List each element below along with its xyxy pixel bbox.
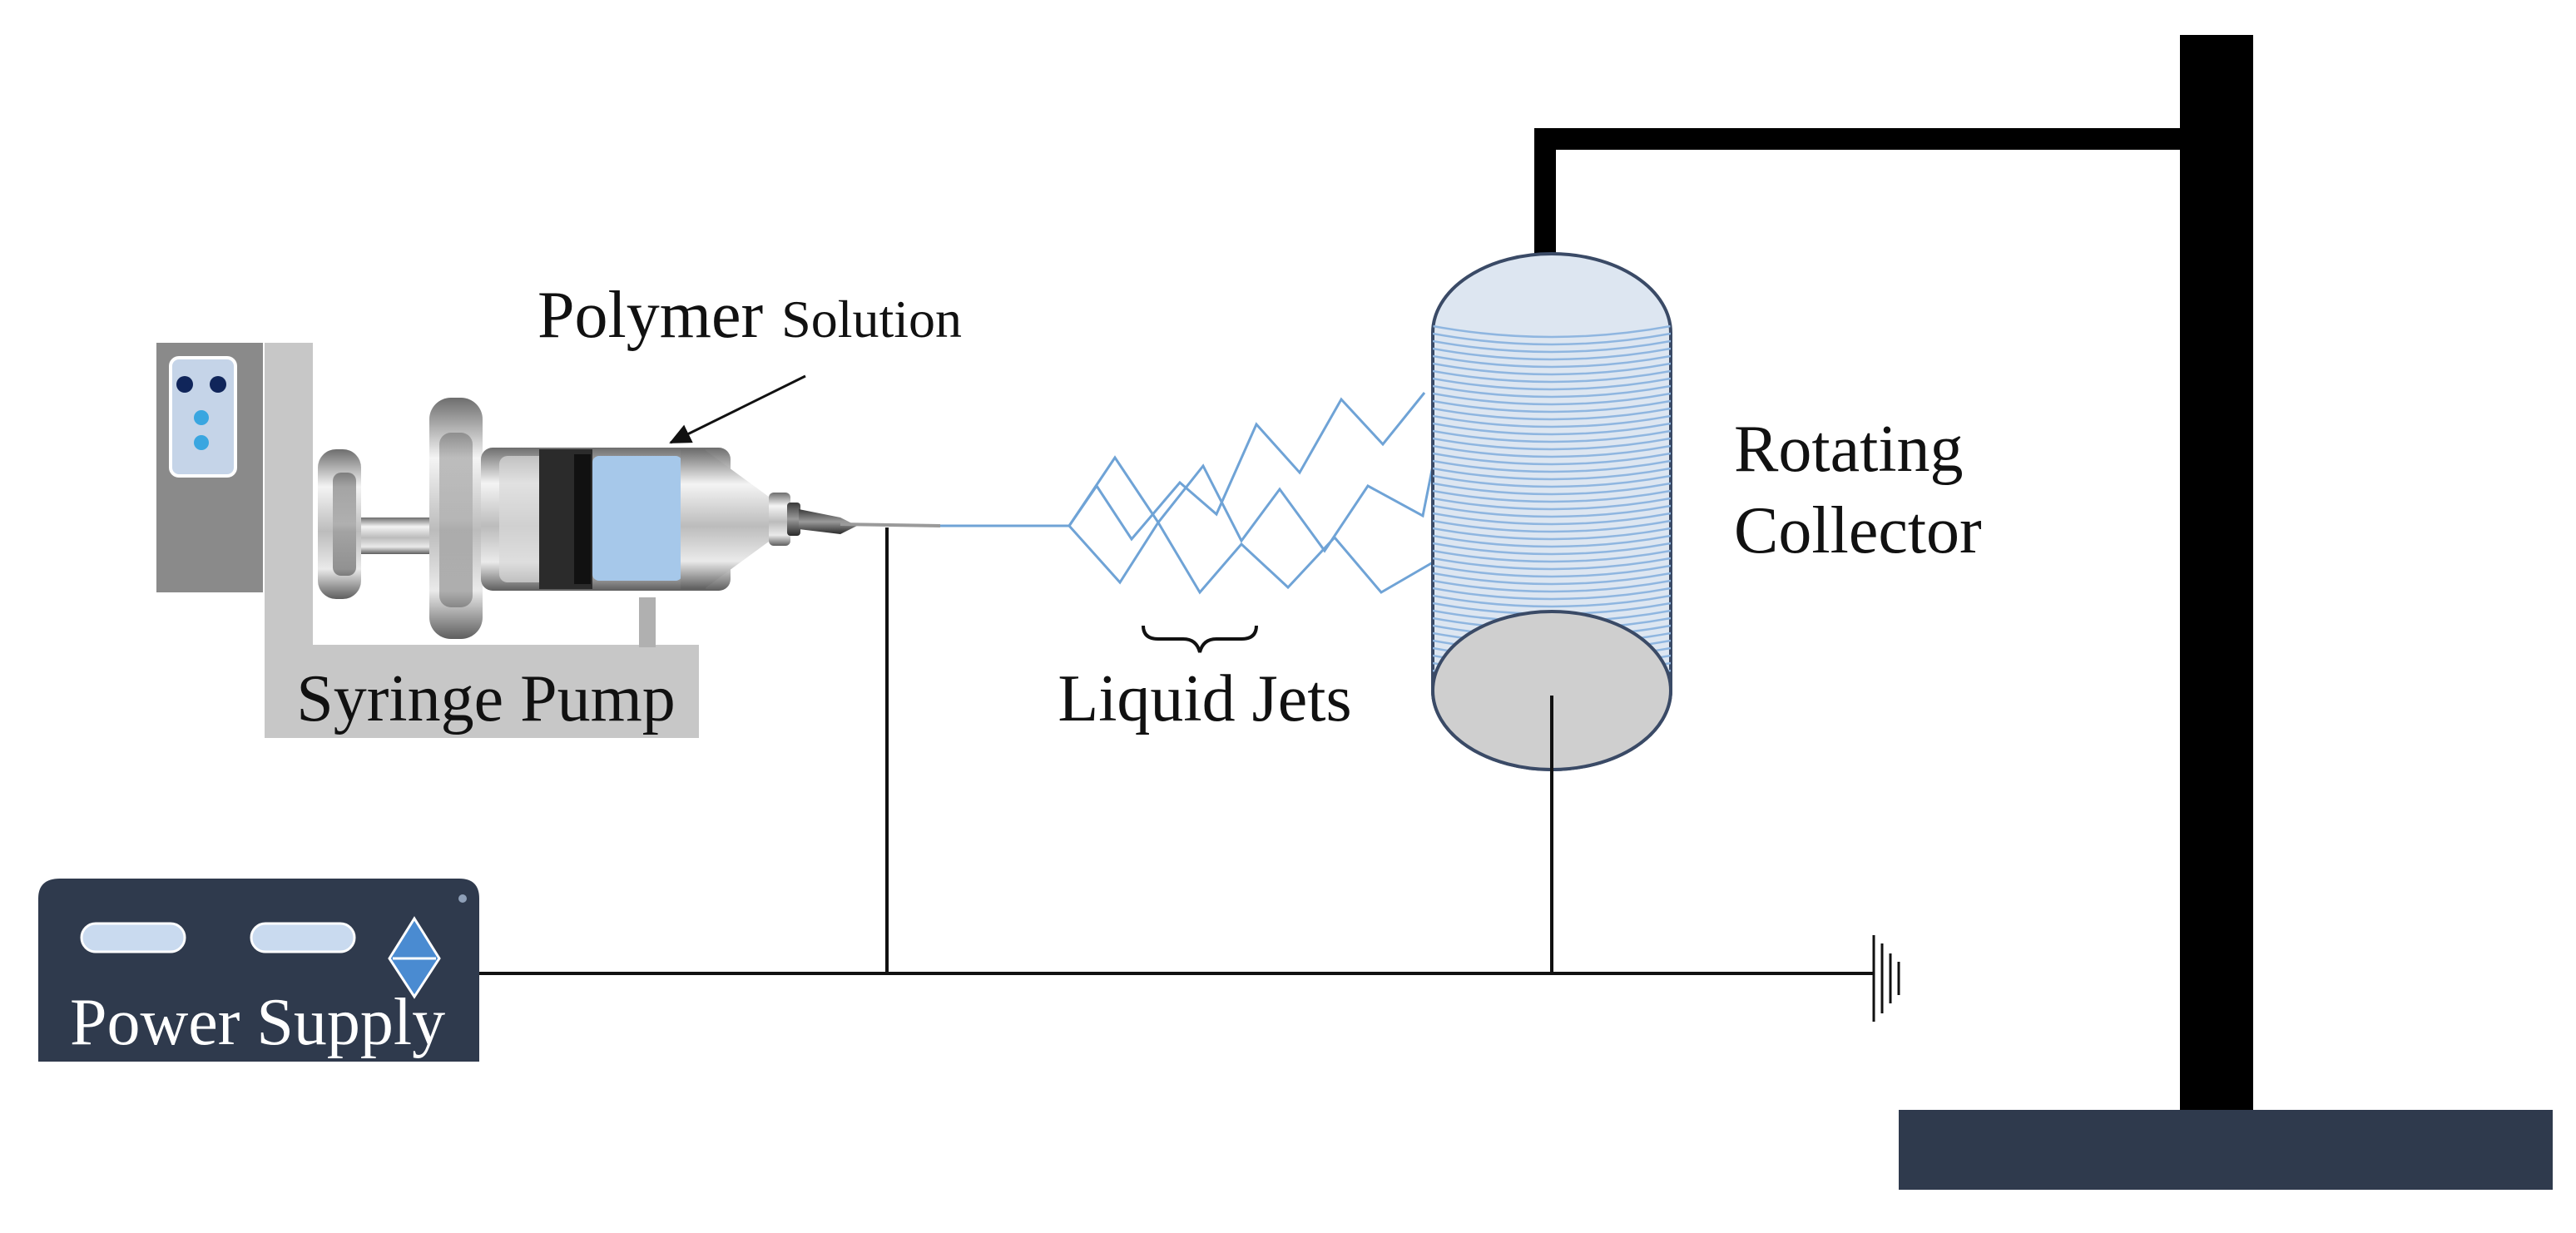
stand-arm bbox=[1534, 128, 2180, 150]
winding-line bbox=[1433, 542, 1671, 556]
winding-line bbox=[1433, 324, 1671, 339]
winding-line bbox=[1433, 512, 1671, 526]
power-supply: Power Supply bbox=[38, 879, 479, 1062]
pump-button-icon bbox=[194, 435, 209, 450]
winding-line bbox=[1433, 572, 1671, 586]
syringe-cone bbox=[704, 449, 772, 589]
winding-line bbox=[1433, 474, 1671, 488]
winding-line bbox=[1433, 549, 1671, 563]
syringe-pump: Syringe Pump bbox=[156, 343, 699, 738]
winding-line bbox=[1433, 332, 1671, 346]
ground-icon bbox=[1872, 935, 1900, 1022]
winding-line bbox=[1433, 414, 1671, 428]
winding-line bbox=[1433, 429, 1671, 443]
winding-line bbox=[1433, 587, 1671, 601]
winding-line bbox=[1433, 564, 1671, 578]
syringe-pump-label: Syringe Pump bbox=[296, 662, 676, 735]
pump-button-icon bbox=[194, 410, 209, 425]
winding-line bbox=[1433, 347, 1671, 361]
jet-path-middle bbox=[1068, 455, 1434, 553]
winding-line bbox=[1433, 557, 1671, 571]
rotating-collector: Rotating Collector bbox=[1431, 252, 1982, 973]
winding-line bbox=[1433, 482, 1671, 496]
winding-line bbox=[1433, 362, 1671, 376]
winding-line bbox=[1433, 579, 1671, 593]
syringe-support bbox=[639, 597, 656, 647]
arrow-icon bbox=[669, 374, 806, 444]
jet-path-lower bbox=[1068, 520, 1434, 595]
winding-line bbox=[1433, 444, 1671, 458]
polymer-label-sub: Solution bbox=[781, 290, 962, 349]
polymer-label-main: Polymer bbox=[537, 279, 763, 352]
winding-line bbox=[1433, 354, 1671, 369]
pump-button-icon bbox=[176, 376, 193, 393]
pump-base-plate bbox=[265, 645, 699, 738]
winding-line bbox=[1433, 519, 1671, 533]
power-supply-label: Power Supply bbox=[70, 986, 445, 1059]
winding-line bbox=[1433, 399, 1671, 413]
winding-line bbox=[1433, 339, 1671, 354]
stand bbox=[1534, 35, 2553, 1190]
brace-icon bbox=[1142, 625, 1258, 653]
winding-line bbox=[1433, 392, 1671, 406]
winding-line bbox=[1433, 384, 1671, 399]
collector-label: Collector bbox=[1734, 494, 1982, 567]
stand-hanger bbox=[1534, 128, 1556, 266]
winding-line bbox=[1433, 422, 1671, 436]
syringe: Polymer Solution bbox=[318, 279, 962, 639]
winding-line bbox=[1433, 489, 1671, 503]
pump-button-icon bbox=[210, 376, 226, 393]
winding-line bbox=[1433, 377, 1671, 391]
winding-line bbox=[1433, 497, 1671, 511]
winding-line bbox=[1433, 437, 1671, 451]
power-indicator-slot bbox=[250, 922, 356, 953]
winding-line bbox=[1433, 504, 1671, 518]
winding-line bbox=[1433, 527, 1671, 541]
stand-pole bbox=[2180, 35, 2253, 1117]
power-indicator-slot bbox=[80, 922, 186, 953]
rotating-label: Rotating bbox=[1734, 413, 1964, 486]
winding-line bbox=[1433, 594, 1671, 608]
liquid-jets: Liquid Jets bbox=[940, 392, 1434, 735]
winding-line bbox=[1433, 459, 1671, 473]
liquid-jets-label: Liquid Jets bbox=[1058, 662, 1351, 735]
needle bbox=[799, 509, 857, 534]
winding-line bbox=[1433, 467, 1671, 481]
winding-line bbox=[1433, 534, 1671, 548]
needle-hub bbox=[769, 493, 790, 546]
jet-path-upper bbox=[1068, 392, 1426, 542]
stand-base bbox=[1899, 1110, 2553, 1190]
polymer-solution-label: Polymer Solution bbox=[537, 279, 962, 352]
winding-line bbox=[1433, 407, 1671, 421]
winding-line bbox=[1433, 452, 1671, 466]
polymer-solution bbox=[592, 456, 682, 581]
winding-line bbox=[1433, 369, 1671, 384]
wiring bbox=[478, 527, 1900, 1022]
